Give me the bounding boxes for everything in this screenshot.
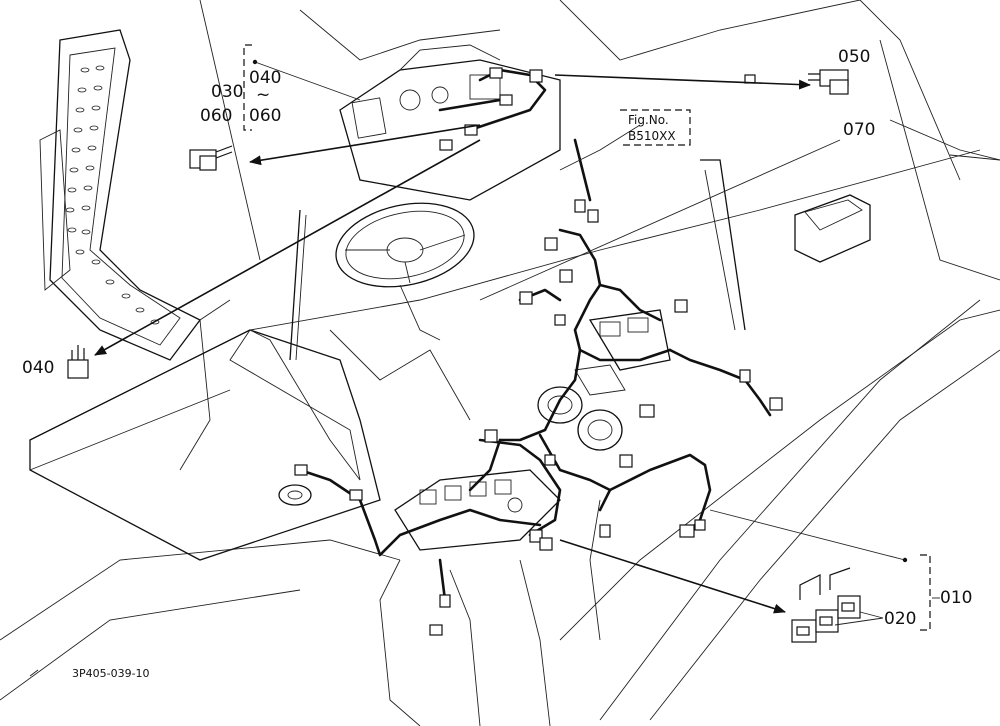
- grommet: [278, 484, 312, 506]
- part-040-connector: [67, 345, 89, 379]
- wiper-arm: [289, 209, 307, 361]
- part-020-connectors: [791, 567, 861, 643]
- perforations: [65, 65, 160, 325]
- label-040-top: 040: [249, 68, 281, 88]
- part-050-connector: [808, 69, 849, 95]
- label-tilde: ~: [256, 85, 270, 105]
- fig-box: [620, 109, 691, 146]
- center-valve-assembly: [537, 309, 671, 451]
- right-pillar: [700, 159, 746, 331]
- steering-wheel: [335, 202, 475, 341]
- lower-switch-block: [394, 469, 561, 551]
- wiring-harness: [298, 68, 772, 602]
- label-070: 070: [843, 120, 875, 140]
- bracket-010: [920, 554, 931, 631]
- bracket-040-060: [243, 44, 252, 131]
- label-020: 020: [884, 609, 916, 629]
- label-030: 030: [211, 82, 243, 102]
- part-060-connector: [189, 145, 233, 171]
- connectors: [294, 67, 783, 636]
- corner-mark: [29, 669, 39, 677]
- fig-number: B510XX: [628, 129, 676, 143]
- reference-lines: [252, 59, 908, 563]
- label-040: 040: [22, 358, 54, 378]
- label-060: 060: [200, 106, 232, 126]
- label-010: 010: [940, 588, 972, 608]
- left-guard-panel: [39, 29, 201, 361]
- fig-label: Fig.No.: [628, 113, 669, 127]
- label-050: 050: [838, 47, 870, 67]
- label-060-top: 060: [249, 106, 281, 126]
- instrument-panel: [339, 44, 561, 201]
- drawing-code: 3P405-039-10: [72, 667, 150, 680]
- fender-block: [29, 329, 381, 561]
- storage-box: [794, 194, 871, 263]
- leader-arrows: [94, 74, 811, 614]
- leader-020: [834, 611, 884, 626]
